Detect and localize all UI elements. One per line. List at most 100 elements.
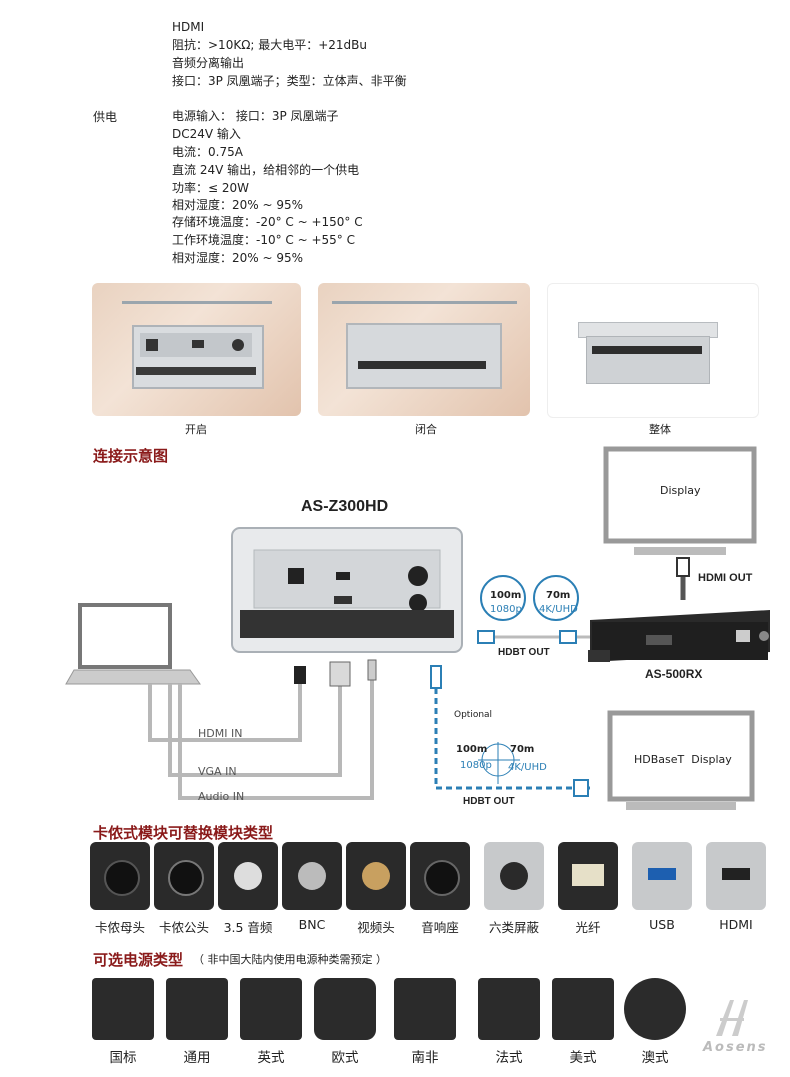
- audio-in-label: Audio IN: [198, 790, 245, 803]
- plug-eu-icon: [314, 978, 376, 1040]
- device-vga-port: [334, 596, 352, 604]
- vga-in-cable: [168, 680, 342, 777]
- hdbaset-display-frame: [607, 710, 755, 802]
- receiver-rj45: [736, 630, 750, 642]
- power-types-note: （ 非中国大陆内使用电源种类需预定 ）: [193, 953, 387, 966]
- hdbaset-display-label: HDBaseT Display: [634, 753, 732, 766]
- connection-diagram: [65, 446, 770, 810]
- power-type-label: 南非: [411, 1050, 439, 1066]
- hdbaset-display-stand: [626, 802, 736, 810]
- hdbt-plug-right: [559, 630, 577, 644]
- spec-line: 相对湿度：20% ~ 95%: [172, 198, 304, 212]
- device-xlr-port-2: [409, 594, 427, 612]
- spec-line: 直流 24V 输出，给相邻的一个供电: [172, 163, 360, 177]
- distance-badge-2: [533, 575, 579, 621]
- distance-2-top: 70m: [546, 590, 571, 601]
- power-type-label: 通用: [183, 1050, 211, 1066]
- module-xlr-male-icon: [154, 842, 214, 910]
- distance-2-bottom: 4K/UHD: [539, 604, 578, 615]
- photo-closed: [318, 283, 530, 416]
- module-fiber-icon: [558, 842, 618, 910]
- spec-line: HDMI: [172, 20, 205, 34]
- spec-line: 功率：≤ 20W: [172, 181, 250, 195]
- receiver-port: [646, 635, 672, 645]
- plug-china-icon: [92, 978, 154, 1040]
- module-usb-icon: [632, 842, 692, 910]
- photo-overall: [547, 283, 759, 418]
- plug-universal-icon: [166, 978, 228, 1040]
- display-stand: [634, 547, 726, 555]
- power-types-title: 可选电源类型: [93, 951, 184, 969]
- module-label: 卡侬母头: [94, 920, 145, 935]
- optional-plug-2: [573, 779, 589, 797]
- laptop-screen: [78, 603, 172, 669]
- spec-line: 存储环境温度：-20° C ~ +150° C: [172, 215, 363, 229]
- module-label: BNC: [298, 917, 326, 932]
- photo-caption: 整体: [649, 423, 671, 436]
- module-bnc-icon: [282, 842, 342, 910]
- hdbt-out-label-2: HDBT OUT: [463, 796, 515, 807]
- power-type-label: 英式: [257, 1050, 285, 1066]
- module-label: 3.5 音频: [223, 920, 273, 935]
- spec-line: 相对湿度：20% ~ 95%: [172, 251, 304, 265]
- spec-line: 电源输入： 接口：3P 凤凰端子: [172, 109, 339, 123]
- hdbt-plug-left: [477, 630, 495, 644]
- spec-line: 接口：3P 凤凰端子；类型：立体声、非平衡: [172, 74, 407, 88]
- spec-line: 工作环境温度：-10° C ~ +55° C: [172, 233, 355, 247]
- receiver-name: AS-500RX: [645, 667, 703, 681]
- plug-south-africa-icon: [394, 978, 456, 1040]
- device-hdmi-port: [336, 572, 350, 580]
- spec-line: 音频分离输出: [172, 56, 245, 70]
- photo-open: [92, 283, 301, 416]
- spec-line: DC24V 输入: [172, 127, 241, 141]
- power-type-label: 美式: [569, 1050, 597, 1066]
- module-35-audio-icon: [218, 842, 278, 910]
- distance-4-bottom: 4K/UHD: [508, 762, 547, 773]
- device-power-socket: [288, 568, 304, 584]
- device-xlr-port: [408, 566, 428, 586]
- module-label: 光纤: [575, 920, 601, 935]
- spec-line: 电流：0.75A: [172, 145, 243, 159]
- distance-1-top: 100m: [490, 590, 522, 601]
- module-speakon-icon: [410, 842, 470, 910]
- module-label: 六类屏蔽: [488, 920, 539, 935]
- plug-french-icon: [478, 978, 540, 1040]
- module-label: USB: [649, 917, 675, 932]
- plug-uk-icon: [240, 978, 302, 1040]
- module-hdmi-icon: [706, 842, 766, 910]
- photo-caption: 开启: [185, 423, 207, 436]
- distance-badge-1: [480, 575, 526, 621]
- optional-plug: [430, 665, 442, 689]
- vga-in-plug: [329, 661, 351, 687]
- hdmi-out-label: HDMI OUT: [698, 572, 753, 584]
- distance-3-bottom: 1080p: [460, 760, 492, 771]
- device-name: AS-Z300HD: [301, 498, 389, 515]
- modules-title: 卡侬式模块可替换模块类型: [93, 824, 274, 842]
- spec-line: 阻抗：>10KΩ; 最大电平：+21dBu: [172, 38, 368, 52]
- module-rca-icon: [346, 842, 406, 910]
- crosshair-circle: [481, 743, 515, 777]
- brand-logo-icon: [706, 998, 756, 1038]
- display-label: Display: [660, 484, 701, 497]
- module-label: 视频头: [357, 920, 395, 935]
- hdmi-in-label: HDMI IN: [198, 727, 243, 740]
- photo-caption: 闭合: [415, 423, 437, 436]
- hdmi-plug: [676, 557, 690, 577]
- distance-3-top: 100m: [456, 744, 488, 755]
- power-type-label: 欧式: [331, 1050, 359, 1066]
- diagram-title: 连接示意图: [93, 447, 169, 465]
- display-frame: [603, 446, 757, 544]
- hdbt-out-label: HDBT OUT: [498, 647, 550, 658]
- plug-us-icon: [552, 978, 614, 1040]
- module-xlr-female-icon: [90, 842, 150, 910]
- power-type-label: 澳式: [641, 1050, 669, 1066]
- module-label: HDMI: [719, 917, 753, 932]
- laptop-base: [65, 669, 201, 685]
- power-type-label: 法式: [495, 1050, 523, 1066]
- hdmi-in-cable: [148, 680, 302, 742]
- receiver-foot: [588, 650, 610, 662]
- audio-in-plug: [367, 659, 377, 681]
- module-label: 卡侬公头: [158, 920, 209, 935]
- optional-cable: [434, 688, 590, 790]
- device-brush: [240, 610, 454, 638]
